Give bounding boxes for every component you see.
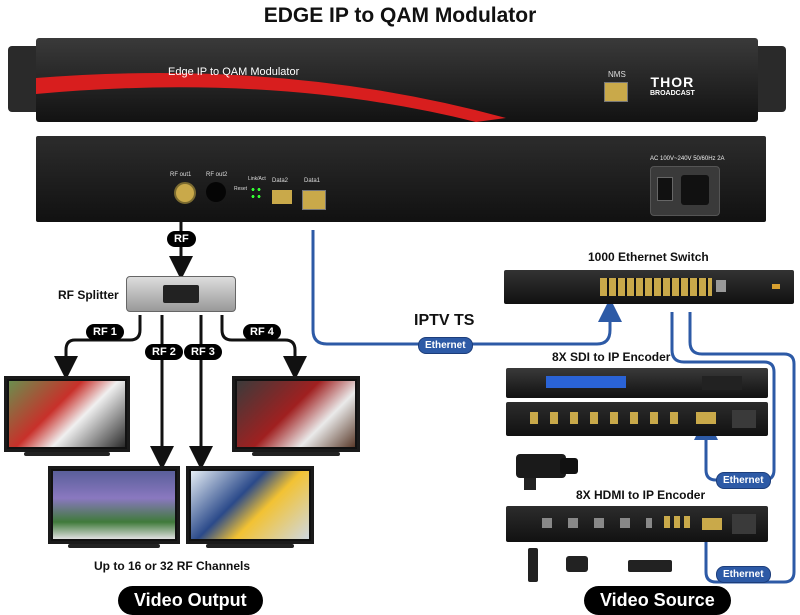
sdi-lcd xyxy=(546,376,626,388)
data1-port xyxy=(302,190,326,210)
reset-label: Reset xyxy=(234,186,248,192)
rf4-pill: RF 4 xyxy=(243,324,281,340)
hdmi-eth-port xyxy=(702,518,722,530)
switch-led xyxy=(772,284,780,289)
tv-rf3 xyxy=(186,466,314,544)
data1-label: Data1 xyxy=(304,178,321,184)
iptv-ts-label: IPTV TS xyxy=(414,312,475,329)
hdmi-cable-icon xyxy=(528,548,538,582)
power-label: AC 100V~240V 50/60Hz 2A xyxy=(650,156,725,162)
sdi-encoder-rear xyxy=(506,402,768,436)
ethernet-line-hdmi xyxy=(688,312,796,584)
rf3-pill: RF 3 xyxy=(184,344,222,360)
ethernet-switch xyxy=(504,270,794,304)
nms-label: NMS xyxy=(608,70,626,79)
rf-out1-label: RF out1 xyxy=(170,172,192,178)
rf1-pill: RF 1 xyxy=(86,324,124,340)
link-act-label: Link/Act xyxy=(248,176,266,182)
brand-logo: THOR BROADCAST xyxy=(650,74,695,97)
sdi-bnc-row xyxy=(530,412,680,424)
modulator-rear-panel: RF out1 RF out2 Reset Link/Act Data2 Dat… xyxy=(36,136,766,222)
rf-out1-connector xyxy=(174,182,196,204)
rf1-line xyxy=(54,315,142,380)
modulator-front-panel: Edge IP to QAM Modulator NMS THOR BROADC… xyxy=(8,36,786,122)
switch-ports xyxy=(600,278,712,296)
page-title: EDGE IP to QAM Modulator xyxy=(263,4,537,27)
ethernet-line-sdi xyxy=(670,312,776,482)
rf2-pill: RF 2 xyxy=(145,344,183,360)
tv-rf1 xyxy=(4,376,130,452)
set-top-box-icon xyxy=(628,560,672,572)
sdi-power xyxy=(732,410,756,428)
hdmi-power xyxy=(732,514,756,534)
hdmi-bnc-row xyxy=(664,516,694,528)
splitter-logo xyxy=(163,285,199,303)
video-source-label: Video Source xyxy=(584,586,731,615)
sdi-brand xyxy=(702,376,742,390)
rf-splitter-label: RF Splitter xyxy=(58,288,119,302)
tv-rf2 xyxy=(48,466,180,544)
tv-rf4-stand xyxy=(252,452,340,456)
sdi-eth-port xyxy=(696,412,716,424)
sdi-encoder-front xyxy=(506,368,768,398)
hdmi-stick-icon xyxy=(566,556,588,572)
brand-sub: BROADCAST xyxy=(650,90,695,97)
rf-out2-connector xyxy=(206,182,226,202)
brand-main: THOR xyxy=(650,74,695,90)
video-output-label: Video Output xyxy=(118,586,263,615)
ethernet-pill-sdi: Ethernet xyxy=(716,472,771,489)
link-leds xyxy=(250,186,262,200)
ethernet-pill-iptv: Ethernet xyxy=(418,337,473,354)
tv-rf1-stand xyxy=(24,452,110,456)
sdi-encoder-label: 8X SDI to IP Encoder xyxy=(552,350,671,364)
hdmi-encoder-label: 8X HDMI to IP Encoder xyxy=(576,488,706,502)
power-switch xyxy=(657,177,673,201)
power-inlet xyxy=(650,166,720,216)
camera-icon xyxy=(506,442,580,490)
rf4-line xyxy=(220,315,307,380)
front-label: Edge IP to QAM Modulator xyxy=(168,66,300,78)
rf-out2-label: RF out2 xyxy=(206,172,228,178)
data2-label: Data2 xyxy=(272,178,289,184)
ethernet-pill-hdmi: Ethernet xyxy=(716,566,771,583)
nms-port xyxy=(604,82,628,102)
switch-label: 1000 Ethernet Switch xyxy=(588,250,709,264)
rf-pill: RF xyxy=(167,231,196,247)
hdmi-port-row xyxy=(542,518,652,528)
red-swoosh xyxy=(36,73,506,122)
tv-rf4 xyxy=(232,376,360,452)
hdmi-encoder xyxy=(506,506,768,542)
data2-port xyxy=(272,190,292,204)
rf-splitter xyxy=(126,276,236,312)
tv-rf2-stand xyxy=(68,544,160,548)
switch-sfp xyxy=(716,280,726,292)
tv-rf3-stand xyxy=(206,544,294,548)
power-socket xyxy=(681,175,709,205)
channels-caption: Up to 16 or 32 RF Channels xyxy=(94,559,251,573)
